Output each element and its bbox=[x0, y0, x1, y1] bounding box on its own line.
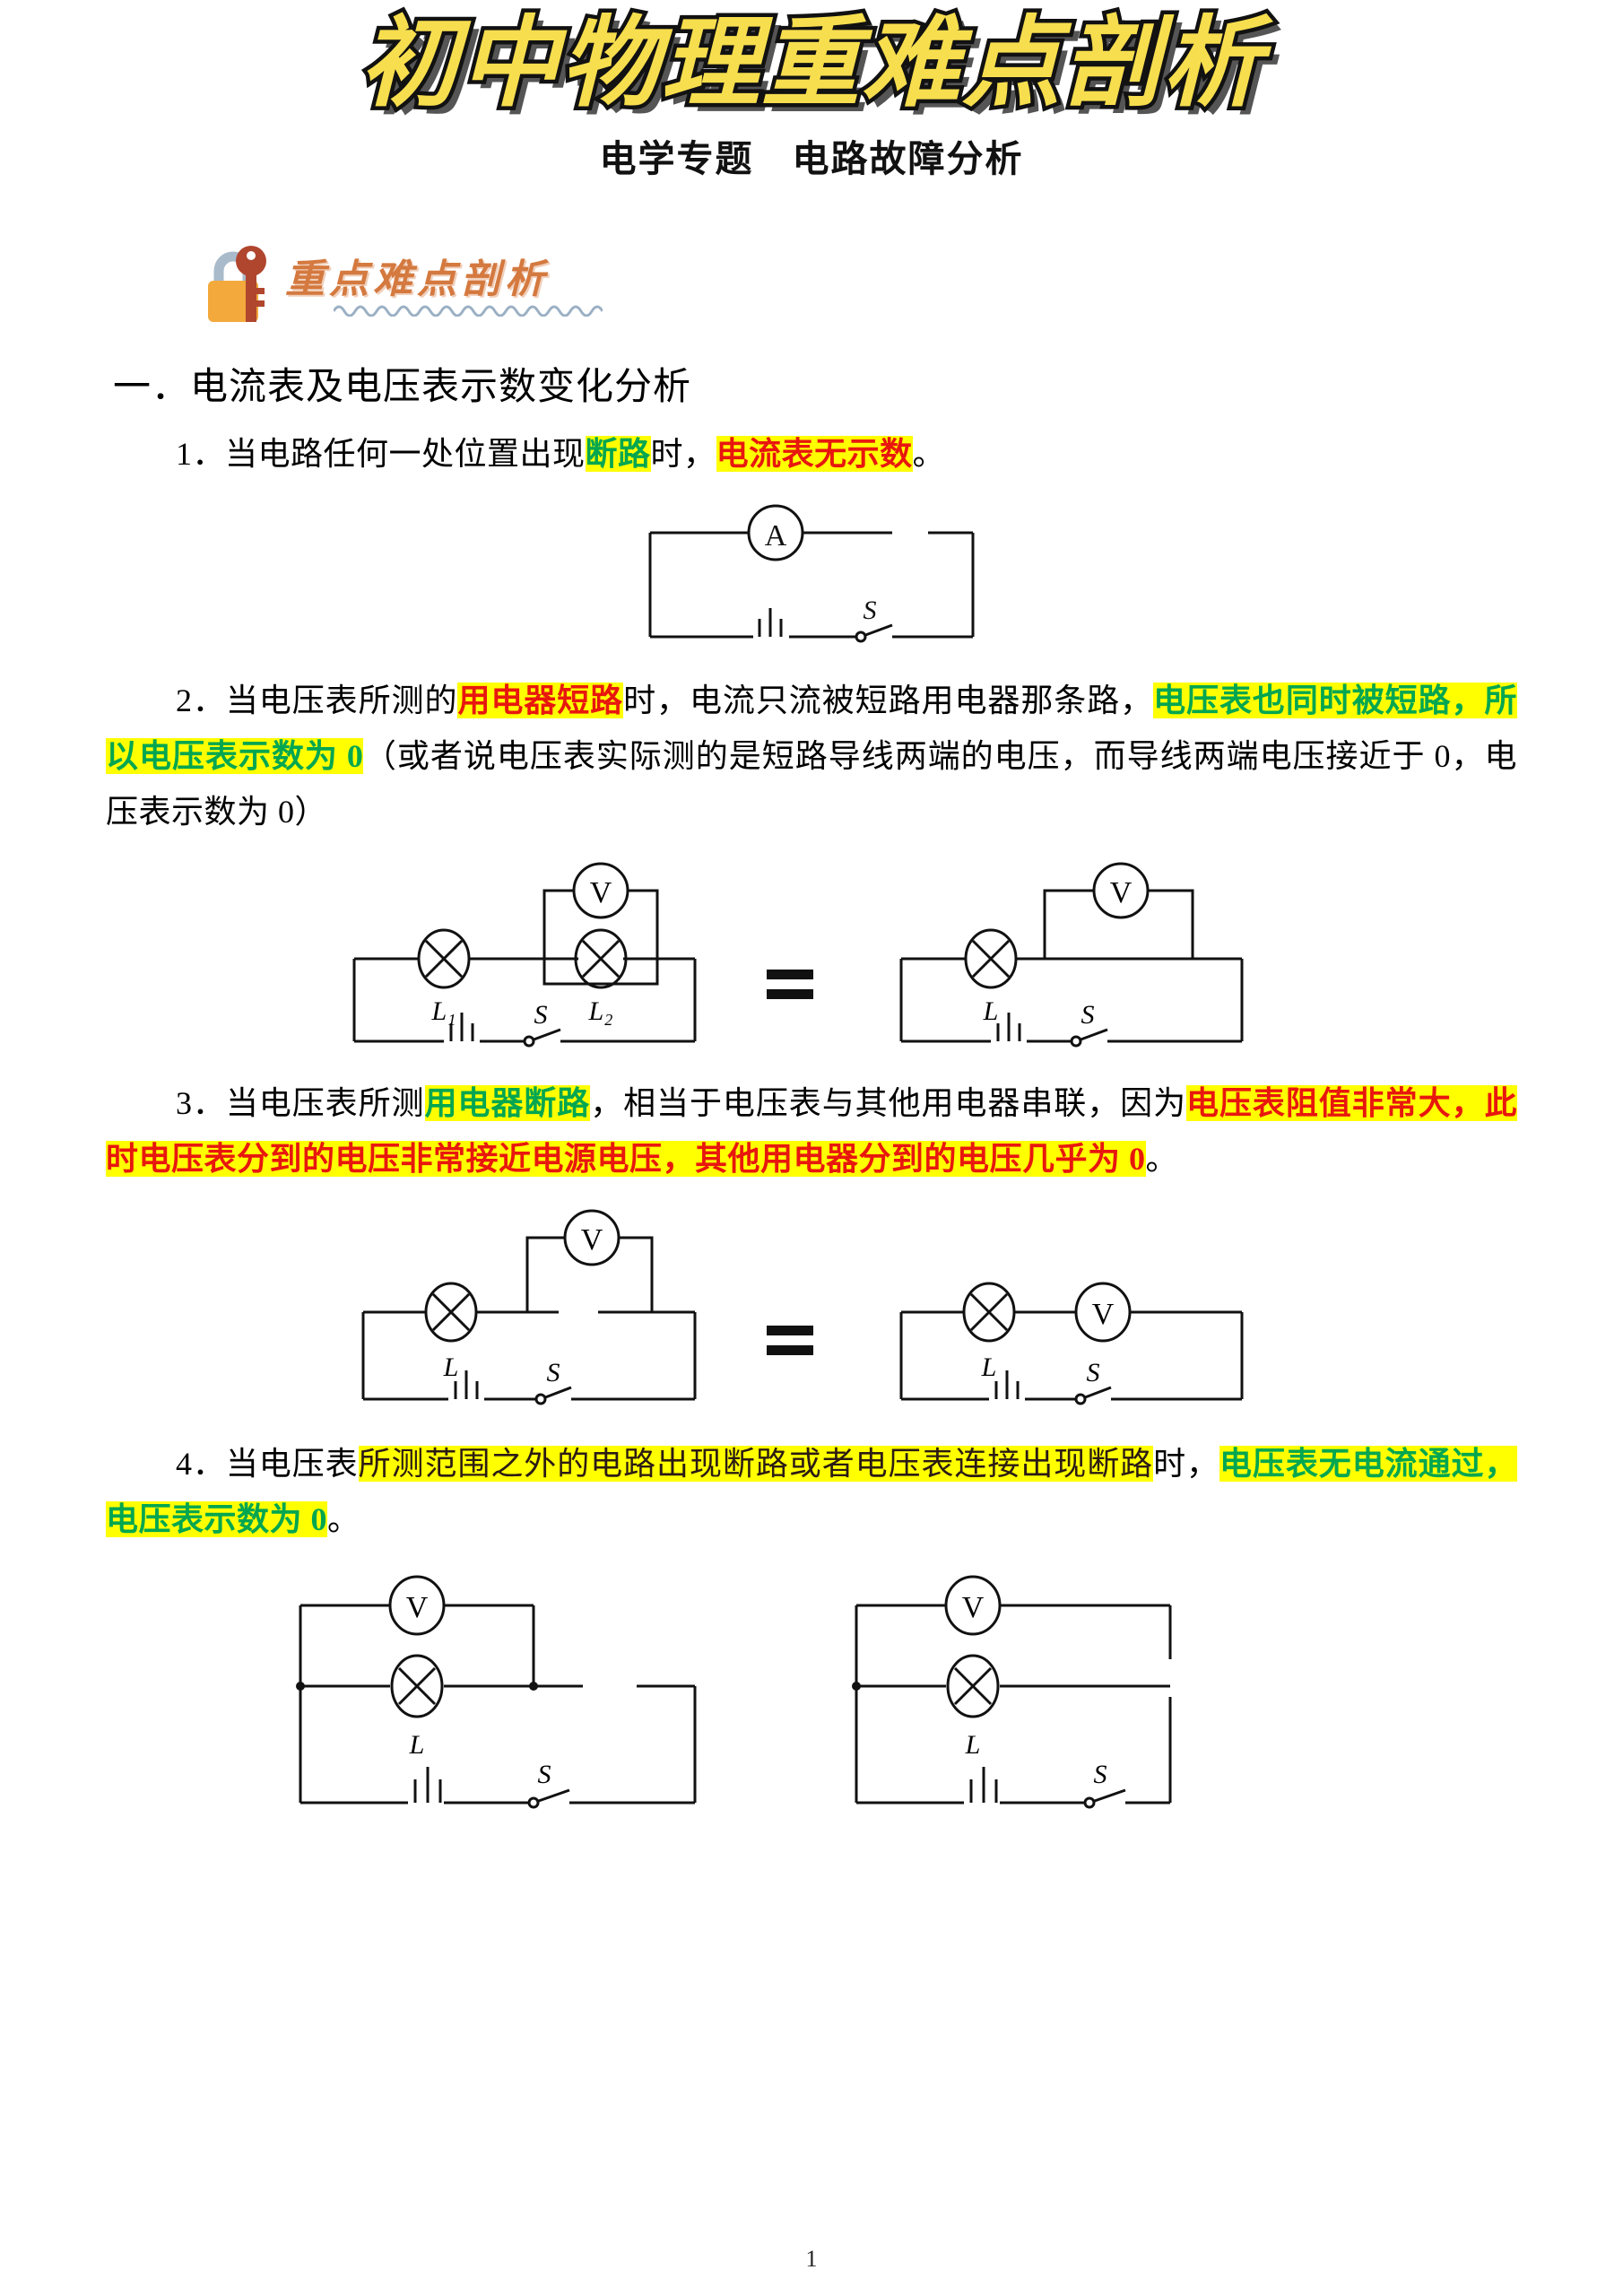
voltmeter-label: V bbox=[962, 1591, 985, 1624]
voltmeter-label: V bbox=[406, 1591, 429, 1624]
lamp-label: L bbox=[981, 1352, 997, 1382]
voltmeter-label: V bbox=[581, 1223, 603, 1257]
list-item: 3．当电压表所测用电器断路，相当于电压表与其他用电器串联，因为电压表阻值非常大，… bbox=[106, 1076, 1517, 1187]
body-text: 时， bbox=[1153, 1445, 1219, 1482]
list-item: 4．当电压表所测范围之外的电路出现断路或者电压表连接出现断路时，电压表无电流通过… bbox=[106, 1437, 1517, 1548]
lamp-label-l1: L₁ bbox=[430, 996, 456, 1026]
body-text: ，相当于电压表与其他用电器串联，因为 bbox=[590, 1085, 1187, 1122]
body-text: 当电压表所测的 bbox=[225, 683, 458, 719]
list-item: 2．当电压表所测的用电器短路时，电流只流被短路用电器那条路，电压表也同时被短路，… bbox=[106, 674, 1517, 840]
list-item: 1．当电路任何一处位置出现断路时，电流表无示数。 bbox=[106, 427, 1517, 483]
lamp-label: L bbox=[443, 1352, 459, 1382]
body-text: 时， bbox=[650, 436, 716, 473]
highlighted-text: 用电器短路 bbox=[457, 683, 624, 719]
padlock-key-icon bbox=[208, 246, 266, 323]
list-item-number: 4． bbox=[176, 1445, 226, 1482]
title-block: 初中物理重难点剖析 bbox=[0, 0, 1623, 124]
equals-sign bbox=[767, 1325, 813, 1355]
highlighted-text: 用电器断路 bbox=[424, 1085, 591, 1122]
body-text: 时，电流只流被短路用电器那条路， bbox=[623, 683, 1154, 719]
switch-label: S bbox=[547, 1358, 560, 1387]
body-text: （或者说电压表实际测的是短路导线两端的电压，而导线两端电压接近于 0，电压表示数… bbox=[106, 738, 1517, 831]
page-number: 1 bbox=[805, 2246, 818, 2272]
highlighted-text: 所测范围之外的电路出现断路或者电压表连接出现断路 bbox=[358, 1445, 1154, 1482]
lamp-label: L bbox=[965, 1730, 981, 1760]
fig-voltmeter-open-lamp: V L S bbox=[106, 1200, 1517, 1424]
highlighted-text: 电流表无示数 bbox=[716, 436, 913, 473]
body-text: 。 bbox=[327, 1500, 360, 1537]
list-item-number: 2． bbox=[176, 683, 226, 719]
lamp-label-l2: L₂ bbox=[587, 996, 612, 1026]
voltmeter-label: V bbox=[590, 876, 612, 909]
body-text: 。 bbox=[1145, 1140, 1179, 1177]
voltmeter-label: V bbox=[1092, 1298, 1115, 1331]
lamp-label: L bbox=[983, 996, 999, 1026]
document-body: 一．电流表及电压表示数变化分析 1．当电路任何一处位置出现断路时，电流表无示数。 bbox=[0, 356, 1623, 1833]
fig-break-outside-voltmeter-range: V L S bbox=[106, 1561, 1517, 1834]
switch-label: S bbox=[534, 1000, 548, 1030]
ammeter-label: A bbox=[765, 519, 787, 552]
fig-ammeter-open-circuit: A S bbox=[106, 495, 1517, 661]
body-text: 当电压表所测 bbox=[225, 1085, 425, 1122]
page-title: 初中物理重难点剖析 bbox=[356, 3, 1266, 124]
page-subtitle: 电学专题 电路故障分析 bbox=[599, 138, 1024, 180]
highlighted-text: 断路 bbox=[585, 436, 651, 473]
wavy-underline-icon bbox=[334, 305, 603, 317]
body-text: 。 bbox=[912, 436, 946, 473]
switch-label: S bbox=[538, 1760, 551, 1789]
voltmeter-label: V bbox=[1110, 876, 1133, 909]
body-text: 当电压表 bbox=[225, 1445, 359, 1482]
body-text: 当电路任何一处位置出现 bbox=[225, 436, 586, 473]
section-heading: 一．电流表及电压表示数变化分析 bbox=[113, 367, 692, 409]
section-banner-label: 重点难点剖析 bbox=[285, 257, 549, 303]
switch-label: S bbox=[864, 596, 877, 625]
list-item-number: 3． bbox=[176, 1085, 226, 1122]
switch-label: S bbox=[1081, 1000, 1095, 1030]
equals-sign bbox=[767, 970, 813, 1000]
switch-label: S bbox=[1094, 1760, 1107, 1789]
switch-label: S bbox=[1087, 1358, 1100, 1387]
lamp-label: L bbox=[409, 1730, 425, 1760]
list-item-number: 1． bbox=[176, 436, 226, 473]
fig-voltmeter-shorted-lamp: V L₁ L₂ S bbox=[106, 853, 1517, 1064]
section-banner: 重点难点剖析 bbox=[199, 238, 1623, 324]
